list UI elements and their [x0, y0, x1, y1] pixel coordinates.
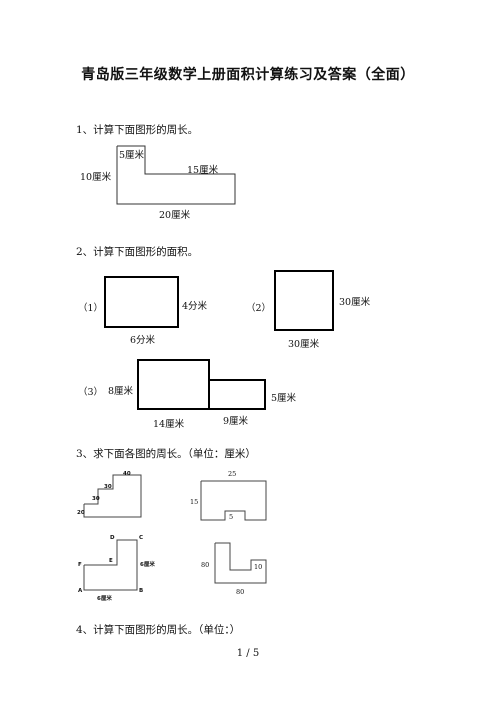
q3-fig-d-left-label: 80	[201, 561, 210, 569]
q2-p3-bottom-right-label: 9厘米	[223, 416, 249, 427]
q3-fig-a-step-label: 30	[104, 484, 112, 490]
question-4-text: 4、计算下面图形的周长。（单位：）	[76, 624, 241, 636]
q1-label-top-left: 5厘米	[119, 150, 145, 161]
q3-fig-c-point-d: D	[110, 535, 115, 541]
q3-fig-b-notch-label: 5	[229, 513, 234, 521]
q3-fig-d-bottom-label: 80	[236, 588, 245, 596]
q2-p3-left-label: 8厘米	[108, 386, 134, 397]
q3-fig-c-point-c: C	[139, 535, 144, 541]
page-title: 青岛版三年级数学上册面积计算练习及答案（全面）	[81, 67, 415, 83]
q3-fig-c-point-e: E	[109, 558, 113, 564]
q3-fig-c-point-a: A	[78, 588, 83, 594]
question-1-text: 1、计算下面图形的周长。	[76, 124, 199, 136]
q2-p2-square	[274, 270, 334, 331]
q2-p2-side-label: 30厘米	[339, 297, 371, 308]
q3-fig-a-step-label-2: 30	[92, 496, 100, 502]
q2-p3-right-label: 5厘米	[271, 393, 297, 404]
q3-fig-c-point-f: F	[78, 562, 82, 568]
q2-p3-tag: （3）	[78, 387, 104, 398]
q3-fig-a-left-label: 20	[77, 510, 85, 516]
q1-label-bottom: 20厘米	[159, 210, 191, 221]
q2-p3-small-rectangle	[208, 379, 266, 410]
page-number: 1 / 5	[236, 648, 260, 659]
question-3-text: 3、求下面各图的周长。（单位：厘米）	[76, 448, 256, 460]
q3-fig-c-bottom-label: 6厘米	[97, 596, 112, 602]
q2-p1-tag: （1）	[78, 303, 104, 314]
q3-fig-c-point-b: B	[139, 588, 144, 594]
q2-p3-bottom-left-label: 14厘米	[153, 419, 185, 430]
q3-fig-d-notch-label: 10	[254, 563, 263, 571]
q2-p1-side-label: 4分米	[182, 301, 208, 312]
q1-label-mid: 15厘米	[187, 165, 219, 176]
q3-fig-b-left-label: 15	[190, 498, 199, 506]
q2-p2-tag: （2）	[246, 303, 272, 314]
q3-fig-c-right-label: 6厘米	[140, 562, 155, 568]
q2-p2-bottom-label: 30厘米	[288, 339, 320, 350]
question-2-text: 2、计算下面图形的面积。	[76, 246, 199, 258]
q3-fig-b-top-label: 25	[228, 470, 237, 478]
q1-label-left: 10厘米	[80, 172, 112, 183]
q2-p1-rectangle	[104, 276, 179, 328]
q2-p1-bottom-label: 6分米	[130, 335, 156, 346]
q3-fig-a-top-label: 40	[123, 471, 131, 477]
